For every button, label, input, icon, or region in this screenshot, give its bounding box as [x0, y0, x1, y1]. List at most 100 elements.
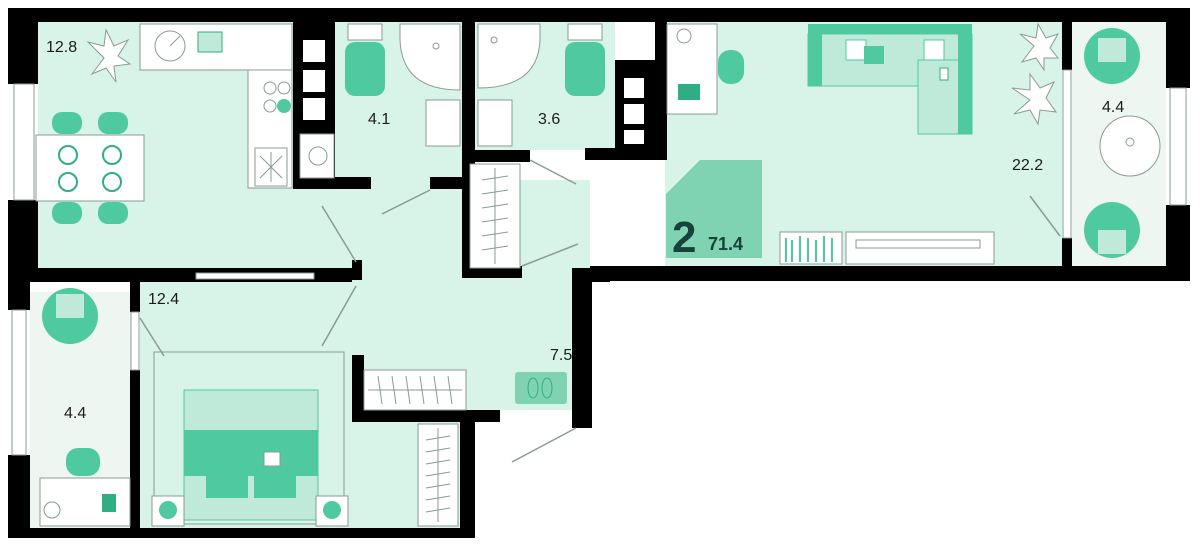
shaft-1c: [303, 98, 325, 120]
plant-icon: [86, 28, 132, 83]
cushion-icon: [845, 39, 867, 61]
balcony-chair: [66, 448, 100, 476]
toilet-seat-icon: [345, 42, 385, 96]
pillow-icon-2: [254, 476, 296, 498]
bathroom-area: 4.1: [368, 111, 390, 128]
door-kitchen[interactable]: [321, 205, 357, 263]
pillow-icon: [206, 476, 248, 498]
plant-icon-3: [43, 501, 61, 519]
wall-toilet-living-bottom: [585, 148, 667, 160]
balcony-book-icon: [102, 494, 116, 512]
shafts: [303, 40, 644, 144]
wall-toilet-living-top: [655, 22, 667, 160]
total-area: 71.4: [708, 234, 743, 254]
living-room-area: 22.2: [1012, 157, 1043, 174]
wall-bedroom-left: [130, 282, 140, 312]
door-mat: [515, 372, 567, 404]
walls: [8, 8, 1190, 538]
balcony-left-area: 4.4: [64, 405, 86, 422]
shaft-1a: [303, 40, 325, 62]
hallway-furniture: [363, 163, 567, 411]
door-bathroom[interactable]: [381, 189, 431, 215]
shaft-2b: [624, 104, 644, 124]
wall-bottom: [8, 528, 475, 538]
shaft-2a: [624, 78, 644, 98]
slippers-icon-2: [541, 377, 553, 399]
window-bedroom-balcony: [130, 311, 140, 371]
kitchen-furniture: [35, 23, 293, 224]
living-room-furniture: [666, 22, 1060, 265]
wall-balcony-divider-b: [1062, 238, 1072, 268]
door-toilet[interactable]: [529, 159, 577, 185]
wall-top: [8, 8, 1190, 22]
stove-burner-icon-2: [277, 81, 291, 95]
area-badge: [666, 160, 762, 258]
bathroom-fixtures: [299, 23, 461, 179]
door-closet[interactable]: [521, 243, 579, 267]
wall-left-upper-a: [8, 8, 38, 84]
desk: [666, 23, 718, 115]
bed-blanket: [184, 430, 318, 476]
plant-icon-small: [676, 28, 692, 44]
wall-balcony-divider-a: [1062, 22, 1072, 70]
rug: [153, 351, 345, 525]
hallway-area: 7.5: [550, 347, 572, 364]
books-icon: [785, 236, 833, 262]
window-balcony-right: [1169, 87, 1187, 206]
window-kitchen: [13, 83, 35, 201]
kitchen-note-icon: [197, 31, 223, 53]
cushion-icon-3: [923, 39, 945, 61]
wall-toilet-bottom: [462, 150, 530, 162]
shaft-2c: [624, 130, 644, 144]
door-entrance[interactable]: [511, 427, 577, 463]
wall-bed-hall: [352, 260, 362, 280]
sofa-arm: [808, 34, 822, 86]
cushion-icon-2: [864, 46, 884, 64]
wall-right-b: [1166, 205, 1190, 281]
shower-tray-icon: [399, 23, 461, 91]
toilet-bowl-icon: [347, 23, 383, 41]
wall-bath-bottom: [430, 177, 475, 189]
desk-chair: [718, 50, 744, 84]
bedroom-furniture: [151, 272, 459, 527]
wardrobe-strip: [195, 272, 315, 280]
balcony-right-area: 4.4: [1102, 99, 1124, 116]
toilet-bowl-icon-2: [567, 23, 603, 41]
closet-hangers-icon: [481, 168, 509, 264]
shower-tray-icon-2: [477, 23, 541, 89]
book-on-bed-icon: [263, 451, 281, 467]
balcony-left-furniture: [39, 288, 131, 527]
washbasin-icon-2: [477, 99, 513, 147]
slippers-icon: [527, 377, 539, 399]
phone-icon: [939, 67, 949, 81]
bedroom-area: 12.4: [148, 291, 179, 308]
washing-machine-icon: [299, 133, 335, 179]
wall-bedroom-right: [460, 410, 475, 538]
door-bedroom[interactable]: [321, 285, 357, 347]
window-balcony-left: [11, 309, 27, 456]
doors: [139, 159, 1061, 463]
rooms-count: 2: [672, 213, 696, 262]
shaft-1b: [303, 70, 325, 92]
sofa-chaise-arm: [958, 34, 972, 134]
door-living[interactable]: [1029, 195, 1061, 237]
wall-left-lower-b: [8, 455, 30, 535]
hangers-icon: [425, 428, 451, 522]
wall-left-upper-b: [8, 200, 38, 270]
wall-entrance-right: [572, 268, 592, 428]
dining-table: [35, 134, 145, 202]
wall-left-lower-a: [8, 268, 30, 310]
wall-kitchen-bath-bottom: [293, 177, 371, 189]
shoe-rack-hangers-icon: [368, 375, 462, 405]
plant-icon-2: [1011, 22, 1060, 126]
windows: [11, 69, 1187, 456]
stove-burner-icon-4: [277, 99, 291, 113]
wall-right-a: [1166, 8, 1190, 88]
wall-hall-bottom: [352, 410, 500, 422]
balcony-right-furniture: [1084, 28, 1161, 258]
toilet-fixtures: [477, 23, 605, 147]
door-bedroom-balcony[interactable]: [139, 317, 165, 357]
area-labels: 12.8 4.1 3.6 22.2 4.4 12.4 4.4 7.5 2 71.…: [46, 39, 1124, 422]
wall-lower-right: [590, 266, 1190, 281]
